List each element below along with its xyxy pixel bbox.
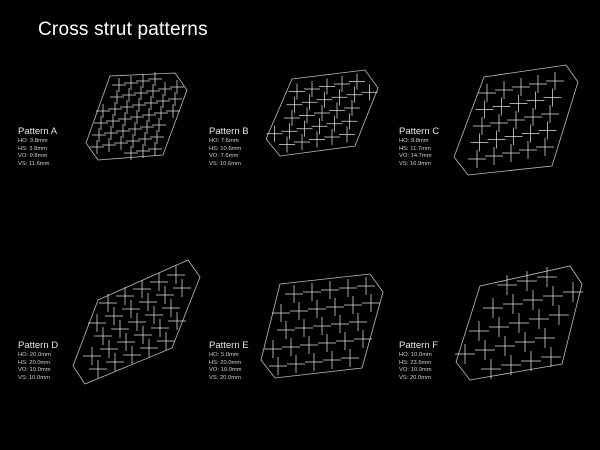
pattern-param: VS: 10.0mm	[18, 374, 50, 381]
pattern-name: Pattern E	[209, 340, 249, 351]
pattern-param: VS: 11.6mm	[18, 160, 50, 167]
panel-outline	[455, 265, 583, 381]
panel-outline	[265, 69, 379, 157]
pattern-name: Pattern A	[18, 126, 58, 137]
pattern-f-panel	[455, 265, 583, 381]
pattern-param: HS: 23.6mm	[399, 359, 432, 366]
pattern-param: VO: 9.8mm	[18, 153, 48, 160]
panel-outline	[85, 72, 188, 161]
pattern-d-label: Pattern D HO: 20.0mm HS: 20.0mm VO: 10.0…	[18, 340, 58, 382]
pattern-param: HS: 20.0mm	[18, 359, 51, 366]
pattern-b-label: Pattern B HO: 7.6mm HS: 10.6mm VO: 7.6mm…	[209, 126, 249, 168]
pattern-param: HO: 20.0mm	[18, 352, 51, 358]
pattern-param: VO: 14.7mm	[399, 153, 432, 160]
pattern-name: Pattern C	[399, 126, 440, 137]
pattern-param: HO: 7.6mm	[209, 138, 239, 144]
pattern-e-panel	[260, 273, 384, 379]
pattern-param: HO: 3.8mm	[18, 138, 48, 144]
pattern-f-label: Pattern F HO: 10.0mm HS: 23.6mm VO: 10.0…	[399, 340, 438, 382]
pattern-param: HS: 20.0mm	[209, 359, 242, 366]
pattern-param: VO: 7.6mm	[209, 153, 239, 160]
pattern-b-panel	[265, 69, 379, 157]
pattern-param: VO: 10.0mm	[209, 367, 242, 374]
pattern-param: HO: 5.0mm	[209, 352, 239, 358]
panel-outline	[260, 273, 384, 379]
pattern-param: VO: 10.0mm	[399, 367, 432, 374]
pattern-param: HS: 3.8mm	[18, 145, 47, 152]
pattern-name: Pattern F	[399, 340, 439, 351]
panel-outline	[72, 259, 201, 385]
pattern-param: HS: 10.6mm	[209, 145, 242, 152]
pattern-param: VS: 20.0mm	[209, 374, 241, 381]
pattern-d-panel	[72, 259, 201, 385]
pattern-name: Pattern D	[18, 340, 59, 351]
pattern-param: HO: 9.8mm	[399, 138, 429, 144]
pattern-c-panel	[453, 64, 579, 176]
pattern-param: HO: 10.0mm	[399, 352, 432, 358]
page-title: Cross strut patterns	[38, 19, 208, 40]
panel-outline	[453, 64, 579, 176]
pattern-a-label: Pattern A HO: 3.8mm HS: 3.8mm VO: 9.8mm …	[18, 126, 57, 168]
pattern-param: VS: 16.9mm	[399, 160, 431, 167]
pattern-name: Pattern B	[209, 126, 249, 137]
pattern-param: VS: 20.0mm	[399, 374, 431, 381]
pattern-param: VS: 10.6mm	[209, 160, 241, 167]
pattern-c-label: Pattern C HO: 9.8mm HS: 11.7mm VO: 14.7m…	[399, 126, 439, 168]
pattern-e-label: Pattern E HO: 5.0mm HS: 20.0mm VO: 10.0m…	[209, 340, 249, 382]
pattern-a-panel	[85, 72, 188, 161]
pattern-param: VO: 10.0mm	[18, 367, 51, 374]
pattern-param: HS: 11.7mm	[399, 145, 431, 152]
